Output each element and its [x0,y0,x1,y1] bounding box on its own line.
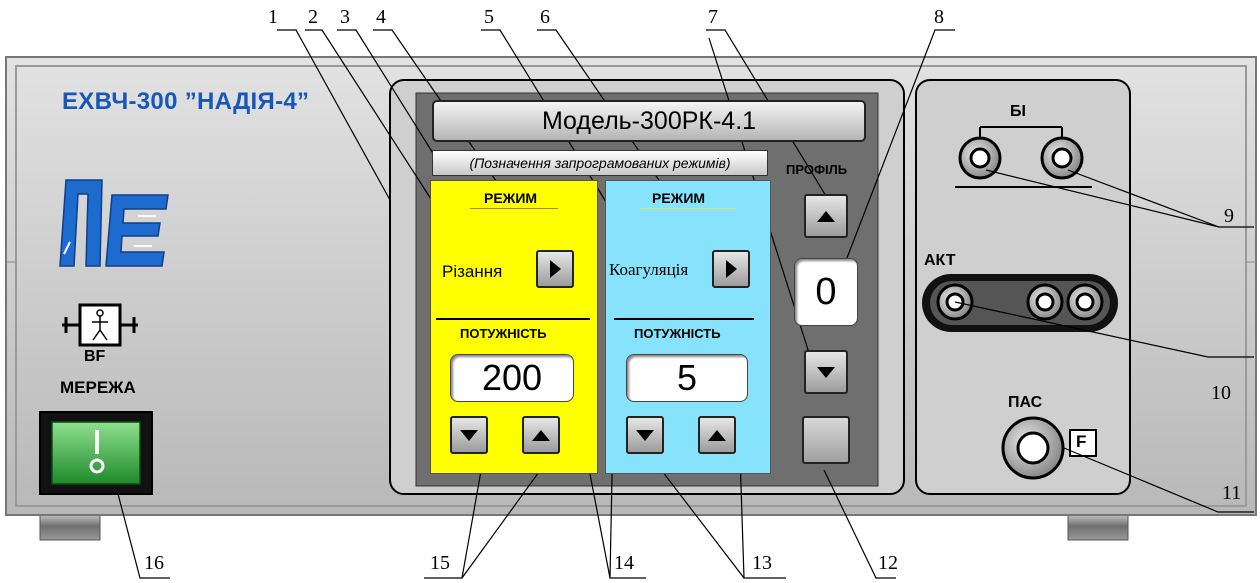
bf-label: BF [84,348,106,365]
callout-12: 12 [878,552,898,574]
profile-value: 0 [794,258,858,326]
cut-divider [436,318,590,320]
coag-mode-next-button[interactable] [712,250,750,288]
coag-mode-value: Коагуляція [609,260,689,279]
cut-mode-value: Різання [442,262,503,281]
arrow-down-icon [460,429,478,441]
modes-subtitle: (Позначення запрограмованих режимів) [432,150,768,176]
pe-logo [59,179,169,267]
arrow-up-icon [817,210,835,222]
arrow-down-icon [636,429,654,441]
callout-8: 8 [934,6,944,28]
callout-11: 11 [1222,482,1242,504]
foot-right [1067,511,1129,541]
coag-power-heading: ПОТУЖНІСТЬ [634,326,721,341]
coag-mode-heading: РЕЖИМ [652,190,706,206]
model-display: Модель-300РК-4.1 [432,100,866,142]
coag-mode-underline [640,208,736,209]
callout-7: 7 [708,6,718,28]
floating-f-label: F [1076,432,1087,451]
arrow-right-icon [549,260,561,278]
coag-power-value: 5 [626,354,748,402]
callout-6: 6 [540,6,550,28]
active-sockets[interactable] [922,274,1118,332]
profile-down-button[interactable] [804,350,848,394]
cut-power-value: 200 [450,354,574,402]
brand-title: ЕХВЧ-300 ”НАДІЯ-4” [62,88,310,115]
callout-15: 15 [430,552,450,574]
arrow-right-icon [725,260,737,278]
cut-power-heading: ПОТУЖНІСТЬ [460,326,547,341]
cut-power-up-button[interactable] [522,416,560,454]
callout-13: 13 [752,552,772,574]
arrow-up-icon [708,429,726,441]
callout-14: 14 [614,552,634,574]
passive-socket[interactable] [1001,416,1097,480]
bipolar-sockets[interactable] [955,126,1092,188]
callout-4: 4 [376,6,386,28]
cut-mode-next-button[interactable] [536,250,574,288]
coag-power-down-button[interactable] [626,416,664,454]
callout-5: 5 [484,6,494,28]
arrow-up-icon [532,429,550,441]
coag-power-up-button[interactable] [698,416,736,454]
callout-3: 3 [340,6,350,28]
cut-mode-underline [470,208,558,209]
mains-label: МЕРЕЖА [60,378,136,397]
cut-mode-heading: РЕЖИМ [484,190,538,206]
profile-up-button[interactable] [804,194,848,238]
arrow-down-icon [817,366,835,378]
callout-16: 16 [144,552,164,574]
coag-divider [614,318,754,320]
foot-left [39,511,101,541]
callout-2: 2 [308,6,318,28]
profile-label: ПРОФІЛЬ [786,162,848,177]
bipolar-label: БІ [1010,103,1026,120]
callout-1: 1 [268,6,278,28]
passive-label: ПАС [1008,394,1043,411]
active-label: АКТ [924,252,956,269]
mains-switch[interactable] [39,411,153,495]
profile-confirm-button[interactable] [802,416,850,464]
cut-power-down-button[interactable] [450,416,488,454]
callout-10: 10 [1211,382,1231,404]
bf-symbol-icon [62,303,138,347]
callout-9: 9 [1224,205,1234,227]
